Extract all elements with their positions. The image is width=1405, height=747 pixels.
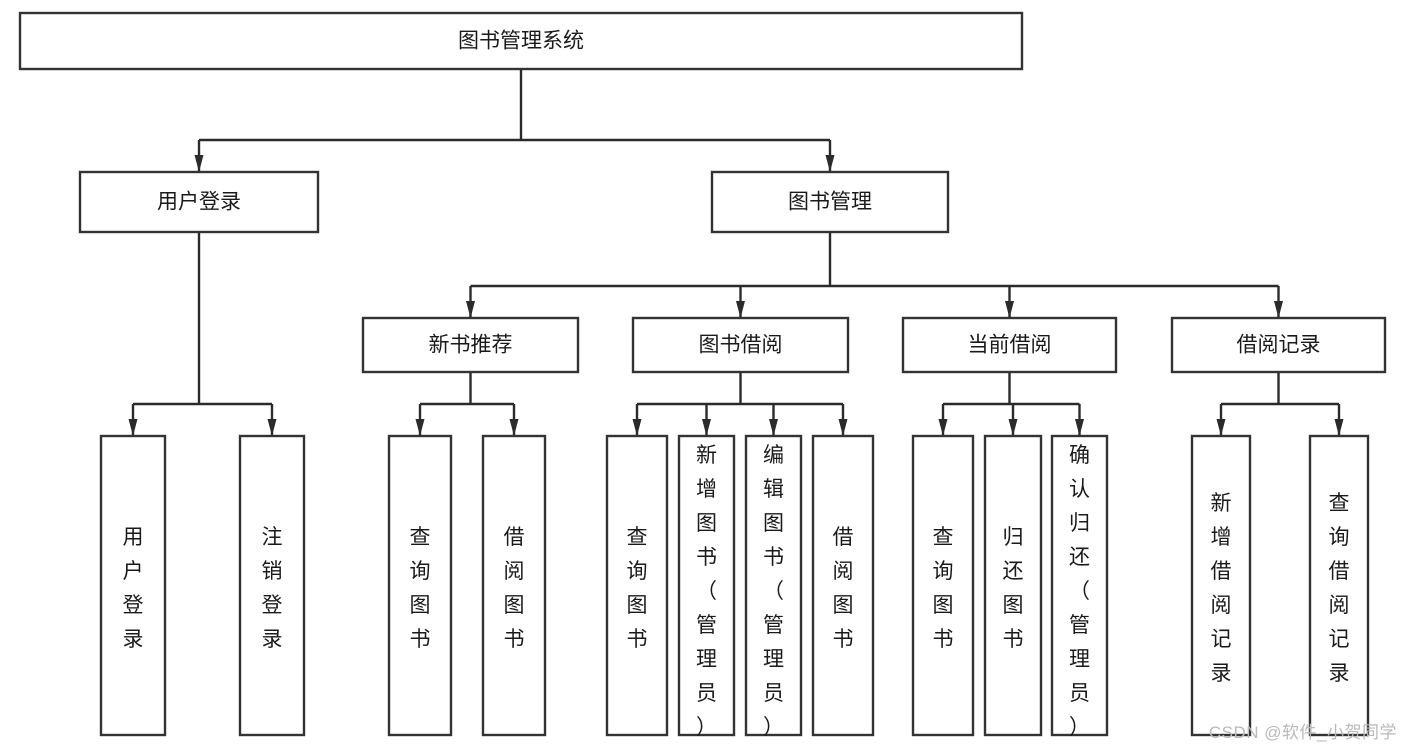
node-book-borrow[interactable]: 图书借阅 xyxy=(631,316,850,374)
node-box xyxy=(631,316,850,374)
node-box xyxy=(710,170,950,234)
node-leaf-user-logout[interactable]: 注销登录 xyxy=(238,434,306,737)
node-leaf-query-books-borrow[interactable]: 查询图书 xyxy=(605,434,669,737)
node-user-login[interactable]: 用户登录 xyxy=(78,170,320,234)
arrow-head-icon xyxy=(466,301,475,318)
connector-group-new-book-recommend xyxy=(415,372,519,436)
node-box xyxy=(481,434,547,737)
node-box xyxy=(361,316,580,374)
arrow-head-icon xyxy=(769,419,778,436)
node-root[interactable]: 图书管理系统 xyxy=(18,11,1024,71)
node-leaf-user-login[interactable]: 用户登录 xyxy=(99,434,167,737)
node-box xyxy=(901,316,1118,374)
connector-group-user-login xyxy=(128,232,277,436)
node-label: 查询图书 xyxy=(410,526,431,651)
node-box xyxy=(1170,316,1387,374)
arrow-head-icon xyxy=(194,155,204,172)
connector-layer xyxy=(128,69,1344,436)
arrow-head-icon xyxy=(1274,301,1283,318)
arrow-head-icon xyxy=(825,155,835,172)
arrow-head-icon xyxy=(838,419,848,436)
connector-group-root xyxy=(194,69,835,172)
node-label: 查询图书 xyxy=(933,526,954,651)
node-box xyxy=(677,434,736,737)
node-box xyxy=(605,434,669,737)
node-label: 归还图书 xyxy=(1003,526,1024,651)
node-label: 图书管理系统 xyxy=(458,30,584,53)
node-box xyxy=(1050,434,1109,737)
node-label: 当前借阅 xyxy=(968,334,1052,357)
node-box xyxy=(811,434,875,737)
arrow-head-icon xyxy=(1005,301,1014,318)
arrow-head-icon xyxy=(128,419,138,436)
node-leaf-borrow-book[interactable]: 借阅图书 xyxy=(811,434,875,737)
node-box xyxy=(78,170,320,234)
node-leaf-query-borrow-record[interactable]: 查询借阅记录 xyxy=(1308,434,1370,737)
arrow-head-icon xyxy=(632,419,642,436)
arrow-head-icon xyxy=(1008,419,1018,436)
node-label: 新增借阅记录 xyxy=(1211,492,1232,685)
node-label: 用户登录 xyxy=(157,191,241,214)
node-label: 图书管理 xyxy=(788,191,872,214)
connector-group-current-borrow xyxy=(938,372,1084,436)
node-book-management[interactable]: 图书管理 xyxy=(710,170,950,234)
node-leaf-add-borrow-record[interactable]: 新增借阅记录 xyxy=(1190,434,1252,737)
node-label: 查询图书 xyxy=(627,526,648,651)
node-box xyxy=(983,434,1043,737)
node-leaf-return-book[interactable]: 归还图书 xyxy=(983,434,1043,737)
node-box xyxy=(238,434,306,737)
arrow-head-icon xyxy=(702,419,711,436)
node-label: 借阅图书 xyxy=(833,526,854,651)
arrow-head-icon xyxy=(736,301,745,318)
node-borrow-records[interactable]: 借阅记录 xyxy=(1170,316,1387,374)
node-box xyxy=(387,434,453,737)
node-layer: 图书管理系统用户登录图书管理新书推荐图书借阅当前借阅借阅记录用户登录注销登录查询… xyxy=(18,11,1387,739)
node-leaf-borrow-books-recommend[interactable]: 借阅图书 xyxy=(481,434,547,737)
node-label: 用户登录 xyxy=(123,526,144,651)
node-label: 编辑图书（管理员） xyxy=(763,444,784,739)
node-box xyxy=(744,434,803,737)
connector-group-book-management xyxy=(466,232,1283,318)
node-box xyxy=(1308,434,1370,737)
node-label: 新增图书（管理员） xyxy=(696,444,717,739)
connector-group-borrow-records xyxy=(1216,372,1344,436)
arrow-head-icon xyxy=(938,419,948,436)
node-leaf-query-books-current[interactable]: 查询图书 xyxy=(911,434,975,737)
arrow-head-icon xyxy=(1216,419,1226,436)
node-current-borrow[interactable]: 当前借阅 xyxy=(901,316,1118,374)
arrow-head-icon xyxy=(509,419,519,436)
node-label: 查询借阅记录 xyxy=(1329,492,1350,685)
connector-group-book-borrow xyxy=(632,372,848,436)
arrow-head-icon xyxy=(1075,419,1084,436)
arrow-head-icon xyxy=(415,419,425,436)
node-label: 借阅图书 xyxy=(504,526,525,651)
arrow-head-icon xyxy=(1334,419,1344,436)
node-label: 借阅记录 xyxy=(1237,334,1321,357)
node-box xyxy=(1190,434,1252,737)
node-leaf-add-book-admin[interactable]: 新增图书（管理员） xyxy=(677,434,736,739)
node-new-book-recommend[interactable]: 新书推荐 xyxy=(361,316,580,374)
node-label: 新书推荐 xyxy=(429,334,513,357)
node-box xyxy=(18,11,1024,71)
node-leaf-edit-book-admin[interactable]: 编辑图书（管理员） xyxy=(744,434,803,739)
node-label: 确认归还（管理员） xyxy=(1069,444,1090,739)
arrow-head-icon xyxy=(267,419,277,436)
node-leaf-query-books-recommend[interactable]: 查询图书 xyxy=(387,434,453,737)
node-leaf-confirm-return-admin[interactable]: 确认归还（管理员） xyxy=(1050,434,1109,739)
node-label: 图书借阅 xyxy=(699,334,783,357)
node-label: 注销登录 xyxy=(262,526,283,651)
node-box xyxy=(99,434,167,737)
node-box xyxy=(911,434,975,737)
